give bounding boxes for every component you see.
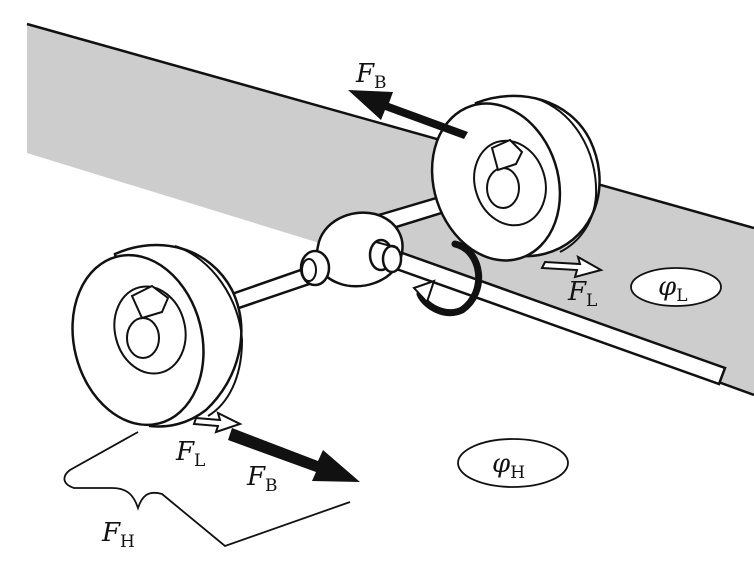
wheel-left bbox=[71, 243, 244, 428]
label-fb-top: FB bbox=[355, 59, 387, 93]
label-fl-bottom: FL bbox=[175, 437, 205, 471]
force-arrow-fl-right-icon bbox=[540, 254, 604, 279]
label-fh: FH bbox=[101, 518, 135, 552]
differential-housing bbox=[299, 211, 404, 288]
force-arrow-fb-top-icon bbox=[348, 90, 468, 139]
fh-brace bbox=[63, 431, 351, 548]
label-phi-l: φL bbox=[658, 272, 688, 306]
road-strip-top-edge bbox=[26, 22, 754, 230]
shaft-rotation-arrow-icon bbox=[412, 240, 483, 317]
force-arrow-fl-bottom-icon bbox=[192, 411, 243, 434]
phi-h-ellipse bbox=[457, 438, 569, 488]
label-fl-right: FL bbox=[567, 277, 597, 311]
low-friction-road-strip bbox=[27, 24, 754, 395]
force-arrow-fb-bottom-icon bbox=[228, 428, 360, 482]
phi-l-ellipse bbox=[630, 267, 722, 307]
wheel-right bbox=[430, 94, 601, 262]
label-fb-bottom: FB bbox=[246, 462, 278, 496]
label-phi-h: φH bbox=[492, 449, 525, 483]
